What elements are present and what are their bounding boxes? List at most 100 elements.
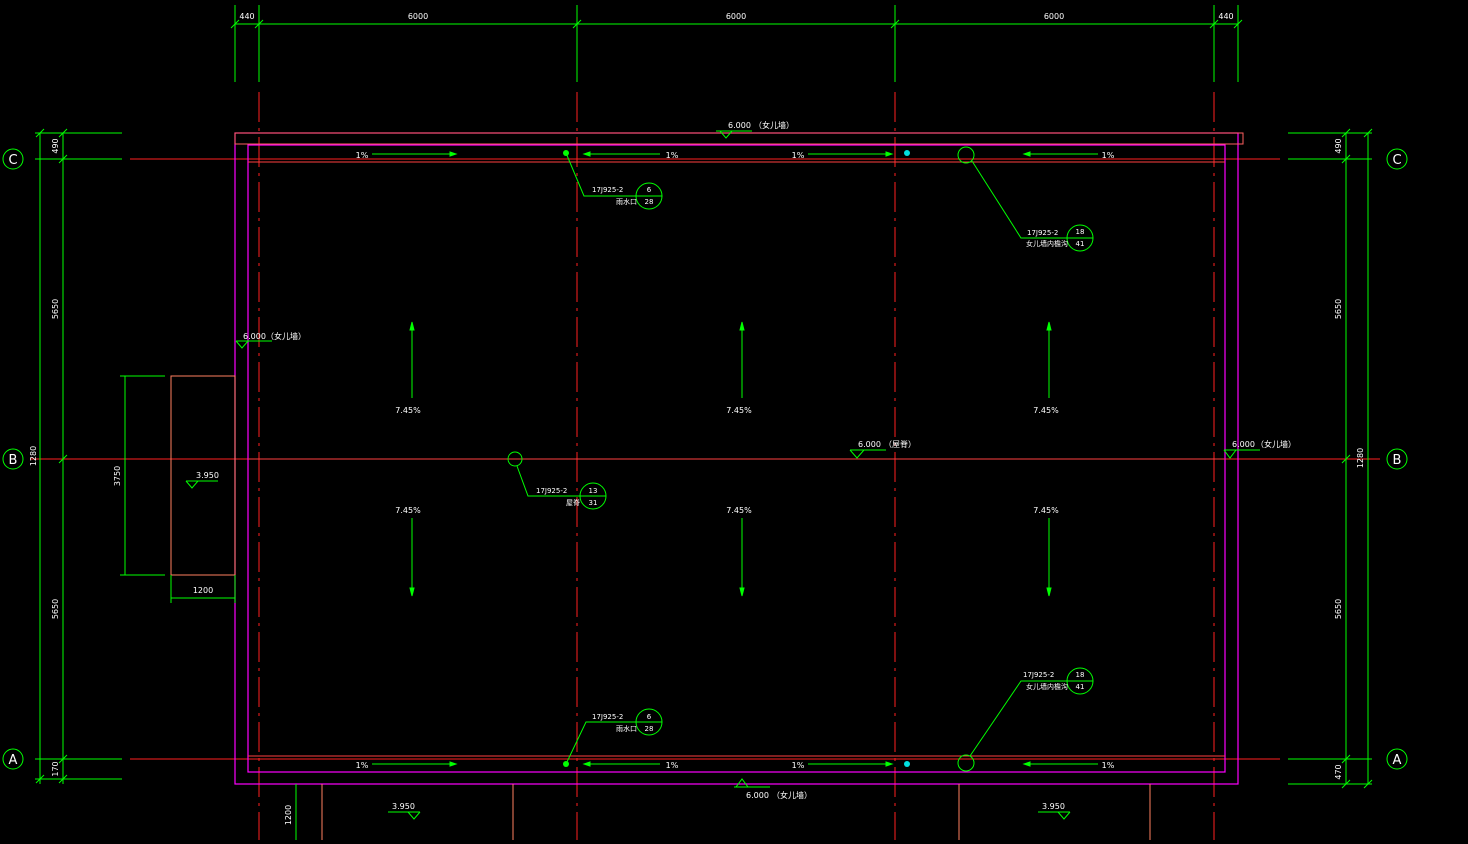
axis-bubble-labels: C B A C B A bbox=[8, 153, 1401, 768]
roof-drains bbox=[563, 150, 910, 767]
right-tick-5 bbox=[1341, 779, 1351, 789]
callout-top-drain-num: 6 bbox=[647, 186, 652, 194]
callout-bottom-gutter-ref: 17J925-2 bbox=[1023, 671, 1054, 679]
top-tick-3 bbox=[890, 19, 900, 29]
callout-bottom-gutter-leader bbox=[969, 680, 1067, 757]
callout-bottom-drain-page: 28 bbox=[645, 725, 654, 733]
left-tick-7 bbox=[35, 774, 45, 784]
gutter-arrowhead-2 bbox=[582, 151, 591, 157]
top-dim-text-3: 6000 bbox=[1044, 12, 1064, 21]
roof-arrowhead-1 bbox=[409, 321, 415, 331]
top-tick-2 bbox=[572, 19, 582, 29]
axis-label-b-right: B bbox=[1393, 453, 1402, 468]
elev-top-note: （女儿墙） bbox=[754, 120, 794, 130]
callout-bottom-drain-num: 6 bbox=[647, 713, 652, 721]
top-dim-text-4: 440 bbox=[1218, 12, 1233, 21]
top-tick-0 bbox=[230, 19, 240, 29]
elev-top-value: 6.000 bbox=[728, 121, 751, 130]
callout-bottom-drain-leader bbox=[565, 721, 636, 765]
callout-bottom-gutter-target bbox=[957, 754, 975, 772]
left-tick-6 bbox=[35, 128, 45, 138]
drain-top-right bbox=[904, 150, 910, 156]
drain-bottom-right bbox=[904, 761, 910, 767]
left-tick-2 bbox=[58, 154, 68, 164]
roof-arrowhead-3 bbox=[1046, 321, 1052, 331]
right-dim-total: 1280 bbox=[1356, 448, 1365, 468]
elev-bottom-note: （女儿墙） bbox=[772, 790, 812, 800]
left-dim-text-3: 170 bbox=[51, 761, 60, 776]
roof-arrowhead-5 bbox=[739, 587, 745, 597]
elev-bottom-value: 6.000 bbox=[746, 791, 769, 800]
axis-label-a-left: A bbox=[9, 753, 18, 768]
callout-ridge-label: 屋脊 bbox=[566, 498, 580, 507]
left-dimension-texts: 490 5650 5650 170 1280 bbox=[29, 138, 60, 776]
roof-slope-texts: 7.45% 7.45% 7.45% 7.45% 7.45% 7.45% bbox=[395, 406, 1059, 515]
callout-top-gutter-target bbox=[957, 146, 975, 164]
axis-label-c-right: C bbox=[1392, 153, 1401, 168]
callout-ridge-page: 31 bbox=[589, 499, 598, 507]
axis-bubble-b-left bbox=[2, 448, 24, 470]
elev-right-note: （女儿墙） bbox=[1256, 439, 1296, 449]
gutter-slope-1: 1% bbox=[356, 151, 369, 160]
gutter-arrowhead-1 bbox=[449, 151, 458, 157]
roof-arrowhead-4 bbox=[409, 587, 415, 597]
callout-ridge-ref: 17J925-2 bbox=[536, 487, 567, 495]
roof-slope-2: 7.45% bbox=[726, 406, 752, 415]
roof-slope-4: 7.45% bbox=[395, 506, 421, 515]
axis-bubble-c-right bbox=[1386, 148, 1408, 170]
elev-annex-triangle bbox=[185, 480, 199, 489]
left-tick-4 bbox=[58, 754, 68, 764]
callout-bottom-drain-label: 雨水口 bbox=[616, 724, 637, 733]
axis-label-b-left: B bbox=[9, 453, 18, 468]
right-dim-text-1: 5650 bbox=[1334, 299, 1343, 319]
axis-bubble-c-left bbox=[2, 148, 24, 170]
elev-ridge-triangle bbox=[849, 449, 865, 459]
roof-slope-1: 7.45% bbox=[395, 406, 421, 415]
gutter-arrows bbox=[372, 151, 1098, 767]
elev-right-value: 6.000 bbox=[1232, 440, 1255, 449]
annex-dimension-texts: 3750 1200 1200 bbox=[113, 466, 293, 825]
gutter-arrowhead-4 bbox=[1022, 151, 1031, 157]
top-tick-4 bbox=[1209, 19, 1219, 29]
elev-left-note: （女儿墙） bbox=[266, 331, 306, 341]
elevation-texts: 6.000 （女儿墙） 6.000 （女儿墙） 6.000 （屋脊） 6.000… bbox=[196, 120, 1296, 811]
detail-callouts bbox=[507, 146, 1094, 772]
elev-lower-right-triangle bbox=[1057, 811, 1071, 820]
left-dim-total: 1280 bbox=[29, 446, 38, 466]
axis-bubble-a-left bbox=[2, 748, 24, 770]
elev-lower-left-triangle bbox=[407, 811, 421, 820]
elev-right-triangle bbox=[1223, 449, 1237, 459]
top-dim-text-2: 6000 bbox=[726, 12, 746, 21]
callout-top-gutter-ref: 17J925-2 bbox=[1027, 229, 1058, 237]
right-dim-text-0: 490 bbox=[1334, 138, 1343, 153]
gutter-arrowhead-3 bbox=[885, 151, 894, 157]
gutter-arrowhead-8 bbox=[1022, 761, 1031, 767]
gutter-slope-2: 1% bbox=[666, 151, 679, 160]
elev-bottom-triangle bbox=[735, 778, 749, 788]
gutter-slope-5: 1% bbox=[356, 761, 369, 770]
roof-arrowhead-2 bbox=[739, 321, 745, 331]
axis-bubble-b-right bbox=[1386, 448, 1408, 470]
elev-left-triangle bbox=[235, 340, 249, 349]
building-outline bbox=[170, 132, 1244, 840]
callout-top-gutter-label: 女儿墙内檐沟 bbox=[1026, 239, 1068, 248]
elev-lower-right-value: 3.950 bbox=[1042, 802, 1065, 811]
gutter-arrowhead-6 bbox=[582, 761, 591, 767]
callout-top-gutter-num: 18 bbox=[1076, 228, 1085, 236]
roof-slope-3: 7.45% bbox=[1033, 406, 1059, 415]
gutter-slope-6: 1% bbox=[666, 761, 679, 770]
callout-bottom-gutter-page: 41 bbox=[1076, 683, 1085, 691]
axis-label-a-right: A bbox=[1393, 753, 1402, 768]
left-dimensions bbox=[35, 128, 122, 784]
axis-label-c-left: C bbox=[8, 153, 17, 168]
right-dim-text-3: 470 bbox=[1334, 764, 1343, 779]
top-tick-1 bbox=[254, 19, 264, 29]
left-tick-5 bbox=[58, 774, 68, 784]
callout-top-drain-ref: 17J925-2 bbox=[592, 186, 623, 194]
annex-width-text: 1200 bbox=[193, 586, 213, 595]
parapet-cap-top bbox=[234, 132, 1244, 145]
axis-bubble-a-right bbox=[1386, 748, 1408, 770]
left-dim-text-1: 5650 bbox=[51, 299, 60, 319]
annex-outline bbox=[170, 375, 236, 576]
